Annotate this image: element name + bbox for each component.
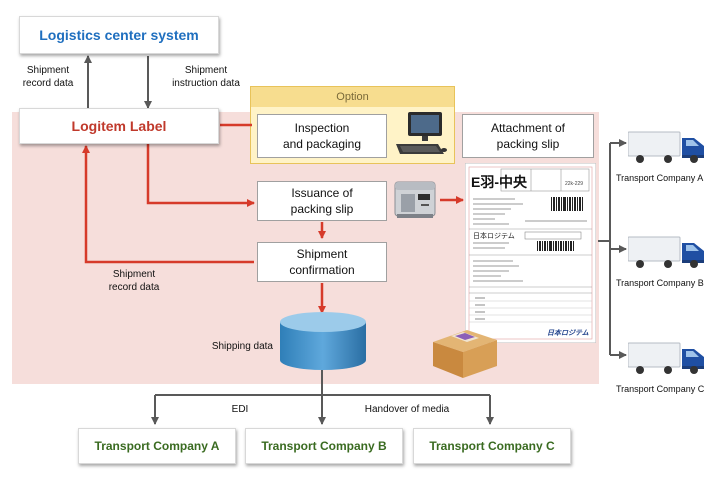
svg-text:日本ロジテム: 日本ロジテム	[547, 328, 589, 337]
truck-c-label: Transport Company C	[616, 384, 705, 394]
cardboard-box-icon	[433, 330, 497, 378]
truck-icon	[627, 342, 704, 374]
bottom-company-a: Transport Company A	[78, 428, 236, 464]
svg-text:22k-229: 22k-229	[565, 181, 583, 187]
logitem-label-text: Logitem Label	[71, 118, 167, 134]
bottom-company-b: Transport Company B	[245, 428, 403, 464]
truck-a-label: Transport Company A	[616, 173, 704, 183]
logitem-label-node: Logitem Label	[19, 108, 219, 144]
arrow-to-issuance	[146, 143, 255, 207]
packing-slip-icon: 22k-229 E羽-中央 日本ロジテム	[465, 163, 596, 343]
shipping-data-label: Shipping data	[211, 341, 273, 352]
label-handover-media: Handover of media	[364, 404, 450, 415]
truck-b: Transport Company B	[616, 233, 710, 288]
label-edi: EDI	[231, 404, 249, 415]
computer-icon	[396, 112, 447, 154]
svg-text:日本ロジテム: 日本ロジテム	[473, 231, 515, 240]
option-header: Option	[251, 87, 454, 107]
database-icon	[280, 312, 366, 370]
truck-c: Transport Company C	[616, 339, 710, 394]
svg-text:E羽-中央: E羽-中央	[471, 174, 528, 190]
truck-b-label: Transport Company B	[616, 278, 704, 288]
label-printer-icon	[394, 181, 436, 218]
arrow-record-back	[82, 145, 254, 264]
truck-icon	[627, 236, 704, 268]
logistics-center-node: Logistics center system	[19, 16, 219, 54]
truck-icon	[627, 131, 704, 163]
truck-a: Transport Company A	[616, 128, 710, 183]
logistics-center-label: Logistics center system	[39, 27, 199, 43]
bottom-company-c: Transport Company C	[413, 428, 571, 464]
